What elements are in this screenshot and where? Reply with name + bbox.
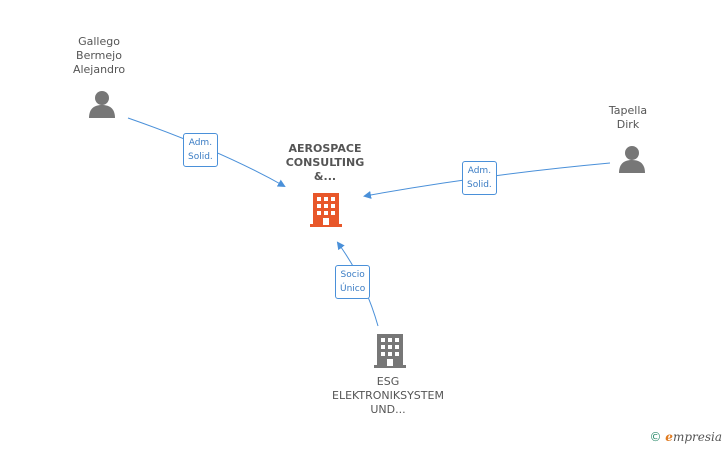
person-icon[interactable]: [617, 144, 647, 174]
person-left-name[interactable]: Gallego Bermejo Alejandro: [72, 35, 126, 76]
company-center-name[interactable]: AEROSPACE CONSULTING &...: [285, 142, 365, 183]
person-right-name[interactable]: Tapella Dirk: [608, 104, 648, 131]
edge-badge-bottom[interactable]: Socio Único: [335, 265, 371, 299]
brand-logo: empresia: [665, 430, 722, 444]
person-icon[interactable]: [87, 89, 117, 119]
copyright-icon: ©: [649, 430, 662, 444]
edge-badge-left[interactable]: Adm. Solid.: [183, 133, 218, 167]
company-bottom-name[interactable]: ESG ELEKTRONIKSYSTEM UND...: [332, 375, 444, 416]
edge-badge-right[interactable]: Adm. Solid.: [462, 161, 497, 195]
building-icon[interactable]: [374, 334, 406, 368]
building-icon[interactable]: [310, 193, 342, 227]
footer-brand: © empresia: [649, 430, 722, 444]
